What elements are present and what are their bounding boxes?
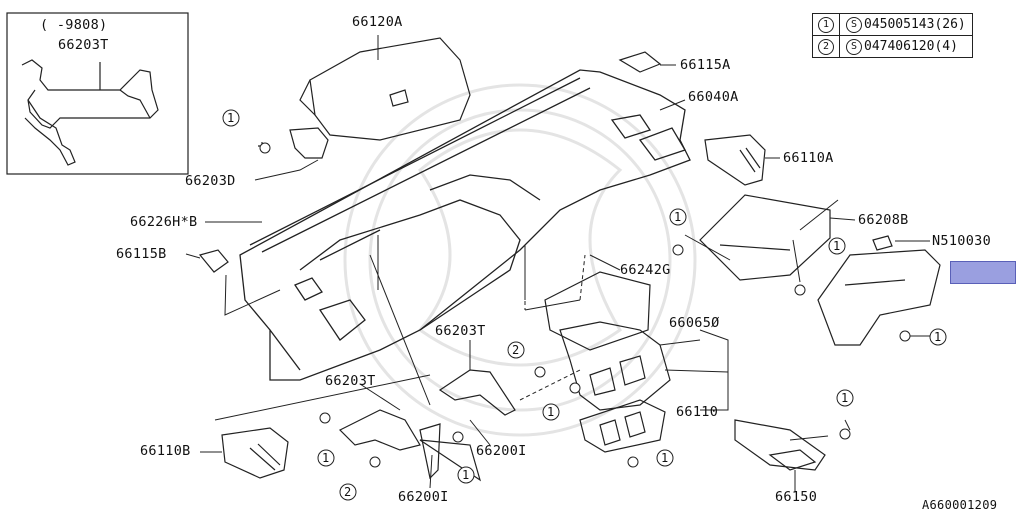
callout-1: 1 bbox=[934, 330, 942, 344]
callout-1: 1 bbox=[462, 468, 470, 482]
label-66115a: 66115A bbox=[680, 57, 731, 73]
dashboard-panel-drawing bbox=[239, 69, 691, 381]
inset-bracket-drawing bbox=[21, 59, 159, 166]
legend-number: 2 bbox=[813, 36, 840, 57]
legend-number: 1 bbox=[813, 14, 840, 35]
label-66203t-lower: 66203T bbox=[325, 373, 376, 389]
top-cover-drawing bbox=[299, 37, 471, 141]
watermark bbox=[343, 83, 697, 437]
inset-range: ( -9808) bbox=[40, 17, 108, 33]
callout-1: 1 bbox=[841, 391, 849, 405]
label-66226h-b: 66226H*B bbox=[130, 214, 198, 230]
legend-row: 1 S 045005143(26) bbox=[813, 14, 972, 36]
callout-2: 2 bbox=[512, 343, 520, 357]
dashed-lines bbox=[519, 245, 586, 401]
label-66200i-right: 66200I bbox=[476, 443, 527, 459]
center-console-drawing bbox=[544, 194, 941, 471]
legend-standard-mark: S bbox=[846, 38, 862, 55]
callout-1: 1 bbox=[322, 451, 330, 465]
callout-1: 1 bbox=[833, 239, 841, 253]
label-66110b: 66110B bbox=[140, 443, 191, 459]
label-66242g: 66242G bbox=[620, 262, 671, 278]
label-66065: 66065Ø bbox=[669, 315, 720, 331]
leader-lines bbox=[185, 35, 930, 492]
label-66040a: 66040A bbox=[688, 89, 739, 105]
legend-number-text: 1 bbox=[818, 16, 834, 33]
callout-1: 1 bbox=[661, 451, 669, 465]
legend-row: 2 S 047406120(4) bbox=[813, 36, 972, 57]
highlight-box bbox=[950, 261, 1016, 284]
callout-1: 1 bbox=[547, 405, 555, 419]
callout-2: 2 bbox=[344, 485, 352, 499]
label-66120a: 66120A bbox=[352, 14, 403, 30]
label-66203d: 66203D bbox=[185, 173, 236, 189]
label-66110a: 66110A bbox=[783, 150, 834, 166]
callout-circles bbox=[222, 109, 947, 501]
label-66150: 66150 bbox=[775, 489, 818, 505]
vent-drawings bbox=[198, 51, 766, 479]
label-66115b: 66115B bbox=[116, 246, 167, 262]
label-66110: 66110 bbox=[676, 404, 719, 420]
legend-number-text: 2 bbox=[818, 38, 834, 55]
legend-standard-mark: S bbox=[846, 16, 862, 33]
label-66203t-upper: 66203T bbox=[435, 323, 486, 339]
legend-code: 047406120(4) bbox=[864, 39, 958, 54]
callout-1: 1 bbox=[674, 210, 682, 224]
bracket-66203d-drawing bbox=[258, 127, 329, 159]
inset-frame bbox=[6, 12, 189, 175]
lower-brackets-drawing bbox=[338, 369, 516, 482]
legend-code: 045005143(26) bbox=[864, 17, 966, 32]
inset-part-label: 66203T bbox=[58, 37, 109, 53]
screws bbox=[259, 142, 911, 468]
label-66200i-bottom: 66200I bbox=[398, 489, 449, 505]
label-n510030: N510030 bbox=[932, 233, 991, 249]
callout-1: 1 bbox=[227, 111, 235, 125]
fastener-legend: 1 S 045005143(26) 2 S 047406120(4) bbox=[812, 13, 973, 58]
label-66208b: 66208B bbox=[858, 212, 909, 228]
diagram-reference: A660001209 bbox=[922, 498, 998, 512]
